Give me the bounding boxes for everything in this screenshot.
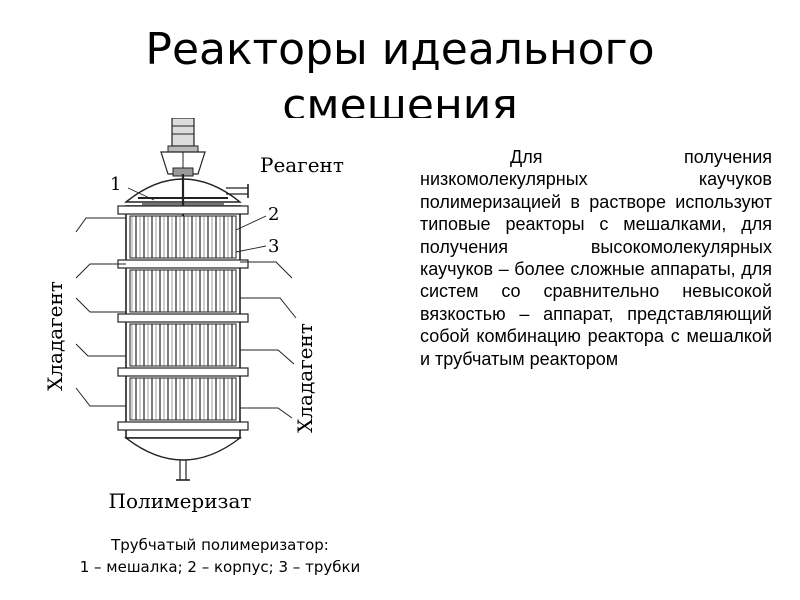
leader-1 [127,187,155,201]
flanges [117,205,249,431]
reagent-inlet [226,184,249,198]
coolant-inlets-left [75,217,126,407]
caption-line-2: 1 – мешалка; 2 – корпус; 3 – трубки [79,558,361,576]
label-marker-2: 2 [268,204,279,225]
coolant-outlets-right [240,261,297,419]
title-line-1: Реакторы идеального [145,24,655,75]
caption-line-1: Трубчатый полимеризатор: [111,536,329,554]
label-marker-1: 1 [110,174,121,195]
body-paragraph: Для получения низкомолекулярных каучуков… [420,146,772,370]
agitator-stirrer [138,197,228,205]
figure-caption: Трубчатый полимеризатор: 1 – мешалка; 2 … [40,534,400,578]
label-reagent: Реагент [260,153,344,177]
slide-title: Реакторы идеального смешения [0,22,800,118]
bottom-dome [123,437,243,461]
label-marker-3: 3 [268,236,279,257]
tubular-polymerizer-diagram: Реагент 1 2 3 Хладагент Хладагент Полиме… [43,118,344,513]
label-coolant-right: Хладагент [293,323,317,433]
agitator-drive [160,118,206,177]
leader-3 [235,245,267,253]
polymer-outlet [176,460,190,481]
label-polymer: Полимеризат [109,489,252,513]
title-line-2: смешения [282,80,518,118]
tube-bundle [129,215,237,421]
leader-2 [235,215,267,231]
label-coolant-left: Хладагент [43,281,67,391]
body-text: Для получения низкомолекулярных каучуков… [420,147,772,369]
